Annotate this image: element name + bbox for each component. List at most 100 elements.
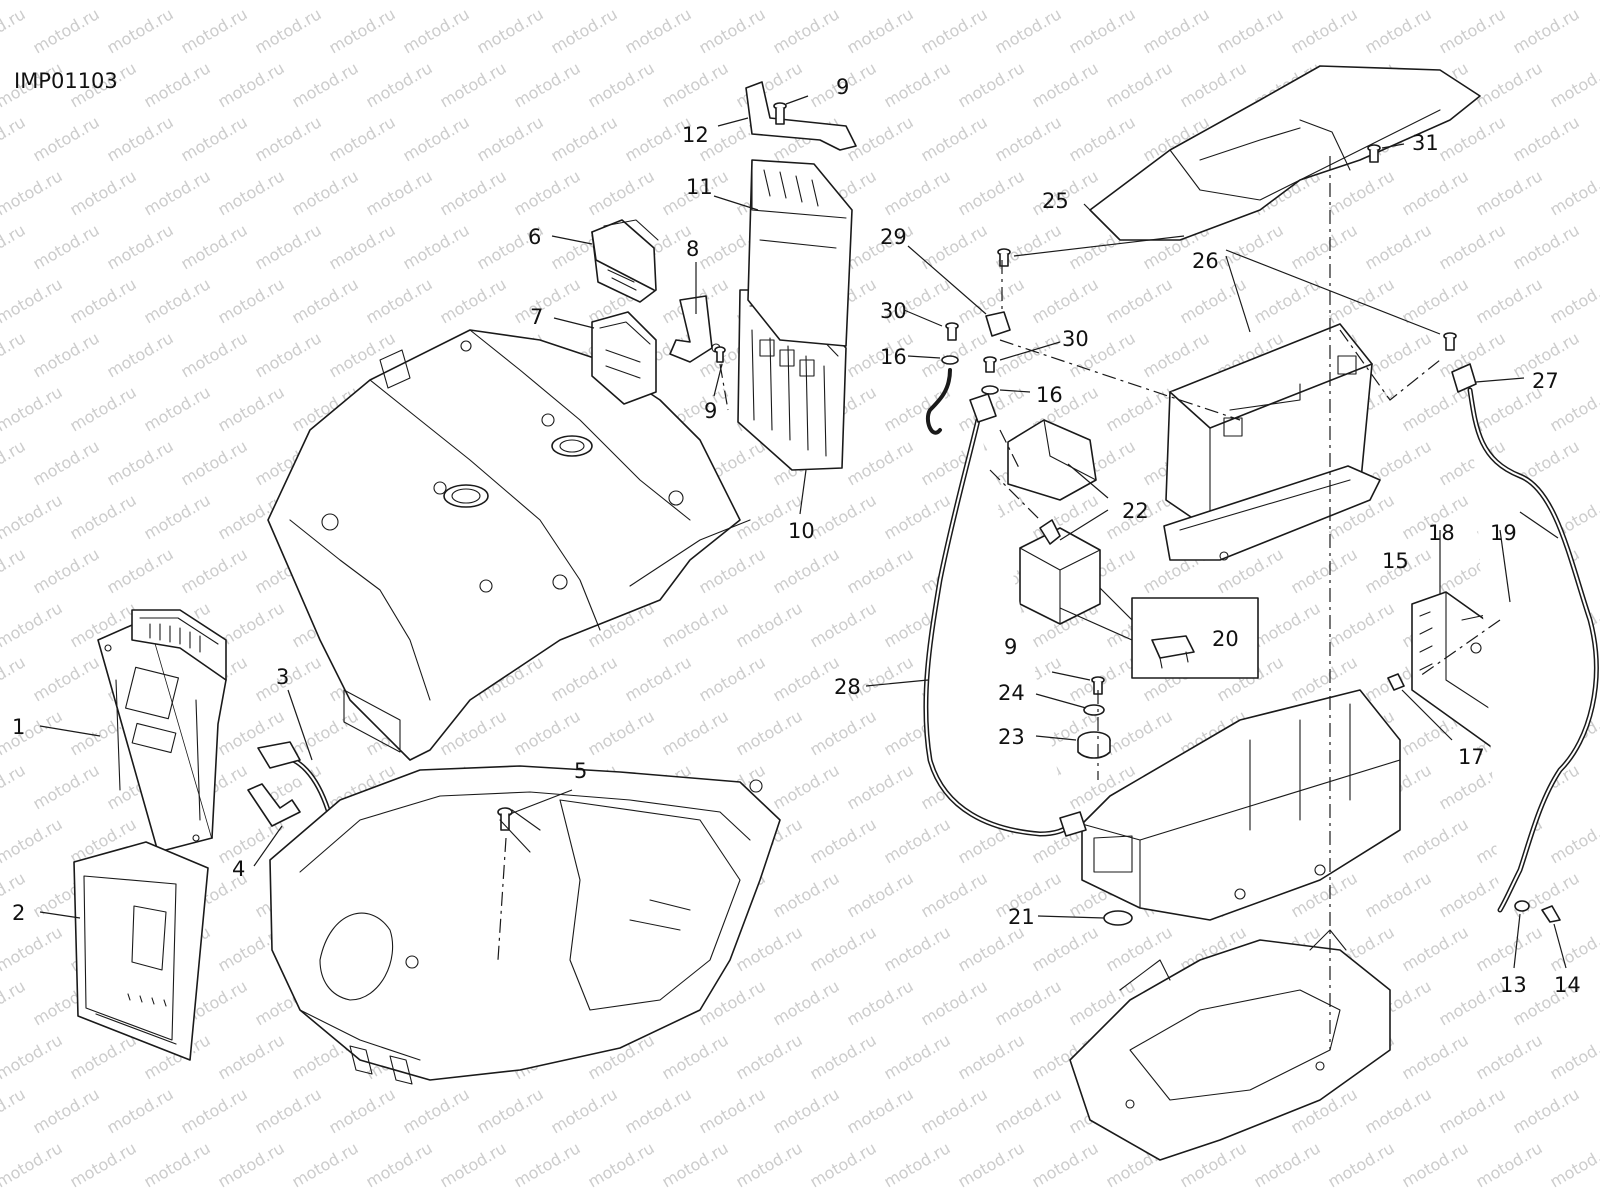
watermark-text: motod.ru: [1251, 598, 1324, 651]
watermark-text: motod.ru: [215, 58, 288, 111]
part-2-ecu-support: [74, 842, 208, 1060]
watermark-text: motod.ru: [326, 220, 399, 273]
watermark-text: motod.ru: [918, 220, 991, 273]
watermark-text: motod.ru: [807, 814, 880, 867]
watermark-text: motod.ru: [0, 4, 29, 57]
callout-30-a: 30: [880, 299, 907, 323]
watermark-text: motod.ru: [30, 544, 103, 597]
watermark-text: motod.ru: [1399, 166, 1472, 219]
watermark-text: motod.ru: [955, 922, 1028, 975]
watermark-text: motod.ru: [1362, 1084, 1435, 1137]
watermark-text: motod.ru: [252, 112, 325, 165]
watermark-text: motod.ru: [992, 112, 1065, 165]
callout-4: 4: [232, 857, 245, 881]
callout-11: 11: [686, 175, 713, 199]
watermark-text: motod.ru: [585, 0, 658, 3]
watermark-text: motod.ru: [141, 490, 214, 543]
watermark-text: motod.ru: [363, 166, 436, 219]
watermark-text: motod.ru: [474, 1084, 547, 1137]
watermark-text: motod.ru: [178, 436, 251, 489]
watermark-text: motod.ru: [955, 58, 1028, 111]
part-30-screw-a: [946, 323, 958, 340]
watermark-text: motod.ru: [807, 706, 880, 759]
part-24-washer: [1084, 705, 1104, 715]
watermark-text: motod.ru: [1547, 58, 1600, 111]
watermark-text: motod.ru: [1029, 1138, 1102, 1191]
part-9-screw-a: [715, 347, 725, 362]
watermark-text: motod.ru: [1547, 1030, 1600, 1083]
watermark-text: motod.ru: [844, 1084, 917, 1137]
watermark-text: motod.ru: [696, 652, 769, 705]
watermark-text: motod.ru: [511, 1138, 584, 1191]
callout-21: 21: [1008, 905, 1035, 929]
watermark-text: motod.ru: [437, 274, 510, 327]
watermark-text: motod.ru: [1473, 1138, 1546, 1191]
watermark-text: motod.ru: [1473, 274, 1546, 327]
watermark-text: motod.ru: [0, 1138, 66, 1191]
watermark-text: motod.ru: [474, 112, 547, 165]
watermark-text: motod.ru: [622, 4, 695, 57]
watermark-text: motod.ru: [622, 652, 695, 705]
watermark-text: motod.ru: [659, 0, 732, 3]
watermark-text: motod.ru: [881, 0, 954, 3]
watermark-text: motod.ru: [844, 436, 917, 489]
watermark-text: motod.ru: [511, 274, 584, 327]
part-9-screw-b: [774, 103, 786, 124]
callout-15: 15: [1382, 549, 1409, 573]
watermark-text: motod.ru: [881, 166, 954, 219]
watermark-text: motod.ru: [1103, 382, 1176, 435]
watermark-text: motod.ru: [955, 1138, 1028, 1191]
watermark-text: motod.ru: [622, 1084, 695, 1137]
watermark-text: motod.ru: [918, 4, 991, 57]
callout-19: 19: [1490, 521, 1517, 545]
watermark-text: motod.ru: [0, 1030, 66, 1083]
watermark-text: motod.ru: [215, 1030, 288, 1083]
callout-16-a: 16: [880, 345, 907, 369]
callout-20: 20: [1212, 627, 1239, 651]
watermark-text: motod.ru: [30, 436, 103, 489]
callout-29: 29: [880, 225, 907, 249]
watermark-text: motod.ru: [0, 814, 66, 867]
watermark-text: motod.ru: [104, 436, 177, 489]
watermark-text: motod.ru: [0, 706, 66, 759]
part-23-grommet: [1078, 732, 1110, 758]
watermark-text: motod.ru: [1103, 274, 1176, 327]
callout-31: 31: [1412, 131, 1439, 155]
watermark-text: motod.ru: [807, 1138, 880, 1191]
watermark-text: motod.ru: [696, 4, 769, 57]
watermark-text: motod.ru: [1103, 58, 1176, 111]
watermark-text: motod.ru: [215, 382, 288, 435]
watermark-text: motod.ru: [844, 760, 917, 813]
watermark-text: motod.ru: [141, 382, 214, 435]
watermark-text: motod.ru: [1251, 0, 1324, 3]
watermark-text: motod.ru: [1140, 328, 1213, 381]
watermark-text: motod.ru: [1029, 58, 1102, 111]
watermark-text: motod.ru: [733, 706, 806, 759]
watermark-text: motod.ru: [1473, 0, 1546, 3]
watermark-text: motod.ru: [0, 112, 29, 165]
watermark-text: motod.ru: [659, 706, 732, 759]
watermark-text: motod.ru: [548, 112, 621, 165]
watermark-text: motod.ru: [992, 4, 1065, 57]
part-14-bolt: [1542, 906, 1560, 922]
watermark-text: motod.ru: [141, 58, 214, 111]
watermark-text: motod.ru: [807, 490, 880, 543]
watermark-text: motod.ru: [67, 274, 140, 327]
watermark-text: motod.ru: [0, 760, 29, 813]
callout-18: 18: [1428, 521, 1455, 545]
part-13-washer: [1515, 901, 1529, 911]
watermark-text: motod.ru: [585, 58, 658, 111]
watermark-text: motod.ru: [289, 1138, 362, 1191]
watermark-text: motod.ru: [1399, 1138, 1472, 1191]
part-27-screw: [1444, 333, 1456, 350]
watermark-text: motod.ru: [0, 544, 29, 597]
watermark-text: motod.ru: [0, 1084, 29, 1137]
watermark-text: motod.ru: [289, 58, 362, 111]
callout-9-b: 9: [836, 75, 849, 99]
callout-1: 1: [12, 715, 25, 739]
watermark-text: motod.ru: [807, 0, 880, 3]
watermark-text: motod.ru: [326, 1084, 399, 1137]
watermark-text: motod.ru: [363, 274, 436, 327]
